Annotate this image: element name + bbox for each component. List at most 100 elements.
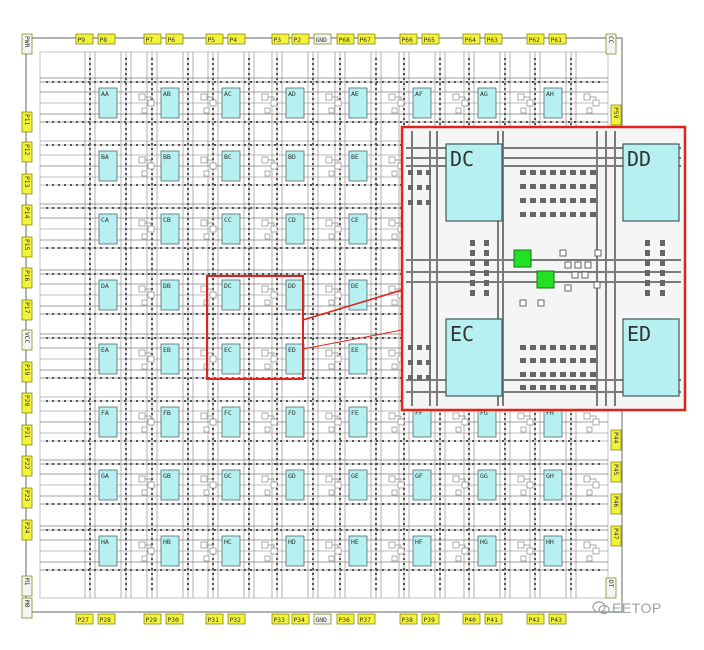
switch-dot [439,553,441,555]
switch-dot [130,207,132,209]
switch-dot [64,207,66,209]
switch-dot [46,463,48,465]
switch-dot [89,408,91,410]
switch-dot [125,513,127,515]
switch-dot [312,303,314,305]
switch-dot [125,518,127,520]
switch-box [592,99,600,107]
switch-dot [534,538,536,540]
switch-dot [238,121,240,123]
switch-dot [248,393,250,395]
switch-dot [187,588,189,590]
switch-dot [375,433,377,435]
switch-dot [187,568,189,570]
switch-dot [375,113,377,115]
switch-dot [570,568,572,570]
switch-dot [130,121,132,123]
switch-dot [214,569,216,571]
switch-dot [339,73,341,75]
switch-dot [375,303,377,305]
switch-dot [212,278,214,280]
switch-dot [312,488,314,490]
switch-dot [504,458,506,460]
switch-dot [82,400,84,402]
zoom-switch-dot [560,345,566,350]
switch-dot [178,81,180,83]
switch-dot [322,440,324,442]
switch-dot [226,440,228,442]
logic-block-gh [543,469,563,501]
switch-dot [430,440,432,442]
switch-dot [375,573,377,575]
switch-dot [89,413,91,415]
switch-dot [394,121,396,123]
logic-block-bd [285,150,305,182]
switch-dot [504,508,506,510]
switch-dot [352,569,354,571]
switch-dot [274,529,276,531]
switch-dot [403,458,405,460]
switch-dot [187,58,189,60]
switch-dot [436,463,438,465]
switch-dot [534,558,536,560]
switch-box [264,555,271,562]
switch-dot [312,428,314,430]
switch-dot [550,81,552,83]
pad-label: P5 [208,37,216,44]
switch-dot [58,463,60,465]
switch-dot [248,118,250,120]
switch-dot [468,498,470,500]
switch-dot [151,473,153,475]
zoom-switch-dot [520,184,526,189]
switch-dot [244,313,246,315]
switch-dot [276,458,278,460]
switch-link [268,159,275,163]
switch-dot [468,453,470,455]
zoom-switch-dot [408,170,413,175]
switch-box [325,219,333,227]
switch-dot [286,463,288,465]
switch-dot [439,558,441,560]
switch-dot [484,121,486,123]
switch-dot [88,400,90,402]
switch-dot [286,313,288,315]
switch-dot [375,178,377,180]
switch-dot [220,503,222,505]
switch-dot [375,163,377,165]
switch-dot [514,463,516,465]
switch-dot [534,93,536,95]
switch-dot [312,198,314,200]
switch-dot [89,143,91,145]
switch-dot [214,440,216,442]
switch-dot [375,258,377,260]
switch-dot [89,148,91,150]
switch-dot [375,78,377,80]
switch-dot [151,368,153,370]
switch-dot [352,463,354,465]
switch-dot [339,388,341,390]
switch-dot [490,503,492,505]
switch-box [388,349,396,357]
switch-dot [304,569,306,571]
switch-dot [151,263,153,265]
switch-dot [256,440,258,442]
zoom-small-cell [564,261,572,269]
switch-dot [212,203,214,205]
switch-dot [89,513,91,515]
logic-block-hd [285,535,305,567]
switch-dot [375,483,377,485]
switch-dot [312,278,314,280]
switch-dot [312,208,314,210]
switch-dot [375,128,377,130]
switch-dot [504,563,506,565]
switch-dot [403,463,405,465]
switch-dot [468,483,470,485]
switch-dot [148,144,150,146]
pad [21,361,33,383]
switch-dot [592,81,594,83]
switch-dot [316,463,318,465]
switch-dot [504,68,506,70]
pad [484,33,503,45]
switch-dot [202,440,204,442]
switch-dot [202,569,204,571]
